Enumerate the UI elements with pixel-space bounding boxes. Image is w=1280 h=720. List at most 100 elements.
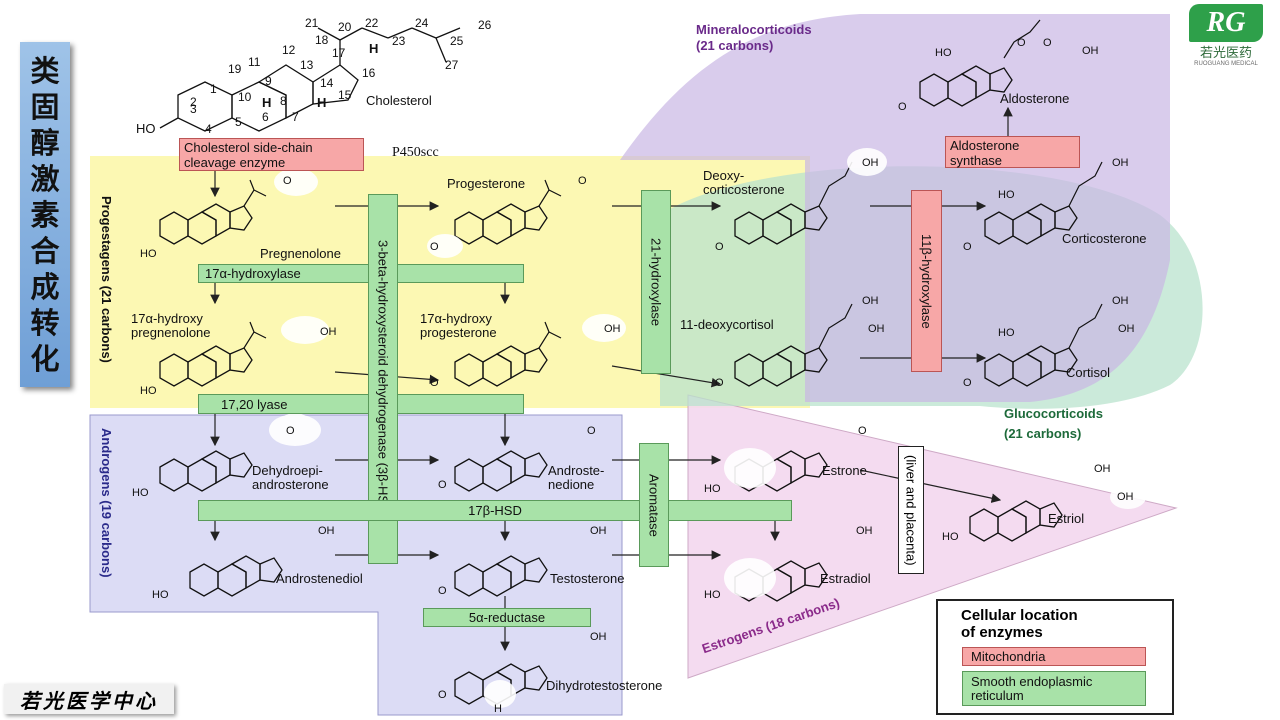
androgens-label: Androgens (19 carbons) (99, 428, 114, 578)
title-char: 素 (30, 197, 60, 232)
aldosterone-synthase-enzyme: Aldosterone synthase (945, 136, 1080, 168)
title-char: 固 (30, 89, 60, 124)
substituent-oh: OH (604, 323, 621, 335)
cortisol-structure (984, 345, 1078, 387)
substituent-o: O (438, 479, 447, 491)
substituent-ho: HO (998, 327, 1015, 339)
substituent-ho: HO (704, 589, 721, 601)
cholesterol-atom-number: 13 (300, 58, 314, 72)
substituent-oh: OH (318, 525, 335, 537)
deoxycortisol-structure (734, 345, 828, 387)
substituent-ho: HO (704, 483, 721, 495)
substituent-o: O (963, 377, 972, 389)
cholesterol-atom-number: 25 (450, 34, 464, 48)
hydroxypregnenolone-structure (159, 345, 253, 387)
hydroxylase21-enzyme: 21-hydroxylase (641, 190, 671, 374)
cholesterol-ho: HO (136, 121, 156, 136)
substituent-ho: HO (935, 47, 952, 59)
estrone-label: Estrone (822, 463, 867, 478)
estrogen-region (687, 394, 1178, 679)
cholesterol-atom-number: 2 (190, 95, 197, 109)
cholesterol-h-atom: H (262, 95, 272, 110)
p450scc-annotation: P450scc (392, 145, 439, 160)
cholesterol-structure (159, 27, 461, 132)
androstenedione-label: Androste- nedione (548, 463, 605, 492)
substituent-ho: HO (140, 385, 157, 397)
cholesterol-atom-number: 10 (238, 90, 252, 104)
cholesterol-atom-number: 4 (205, 122, 212, 136)
hydroxylase17-enzyme: 17α-hydroxylase (198, 264, 524, 283)
substituent-o: O (286, 425, 295, 437)
progesterone-label: Progesterone (447, 176, 526, 191)
hydroxyprogesterone-label: 17α-hydroxy progesterone (420, 311, 497, 340)
substituent-ho: HO (942, 531, 959, 543)
lyase-enzyme: 17,20 lyase (198, 394, 524, 414)
substituent-oh: OH (1118, 323, 1135, 335)
logo-mark: RG (1189, 4, 1263, 42)
substituent-o: O (1017, 37, 1026, 49)
corticosterone-label: Corticosterone (1062, 231, 1147, 246)
aromatase-enzyme: Aromatase (639, 443, 669, 567)
logo-name: 若光医药 (1199, 46, 1252, 61)
cholesterol-atom-number: 18 (315, 33, 329, 47)
dhea-structure (159, 450, 253, 492)
footer-label: 若光医学中心 (4, 684, 174, 714)
cholesterol-atom-number: 7 (292, 110, 299, 124)
cholesterol-atom-number: 11 (248, 55, 261, 69)
cholesterol-atom-number: 27 (445, 58, 459, 72)
substituent-oh: OH (320, 326, 337, 338)
substituent-oh: OH (1117, 491, 1134, 503)
substituent-o: O (898, 101, 907, 113)
cholesterol-atom-number: 6 (262, 110, 269, 124)
substituent-h: H (494, 703, 502, 715)
deoxycorticosterone-structure (734, 203, 828, 245)
cholesterol-atom-number: 24 (415, 16, 429, 30)
substituent-oh: OH (1112, 295, 1129, 307)
hydroxylase11-enzyme: 11β-hydroxylase (911, 190, 942, 372)
cholesterol-atom-number: 17 (332, 46, 346, 60)
substituent-o: O (963, 241, 972, 253)
cholesterol-atom-number: 20 (338, 20, 352, 34)
mineralocorticoids-label: Mineralocorticoids(21 carbons) (696, 22, 812, 53)
substituent-oh: OH (1112, 157, 1129, 169)
title-char: 激 (30, 161, 60, 196)
title-char: 类 (30, 53, 60, 88)
testosterone-structure (454, 555, 548, 597)
cholesterol-atom-number: 22 (365, 16, 379, 30)
substituent-ho: HO (152, 589, 169, 601)
substituent-o: O (438, 585, 447, 597)
substituent-o: O (283, 175, 292, 187)
substituent-oh: OH (856, 525, 873, 537)
legend-ser: Smooth endoplasmic reticulum (962, 671, 1146, 706)
hydroxypregnenolone-label: 17α-hydroxy pregnenolone (131, 311, 211, 340)
substituent-ho: HO (140, 248, 157, 260)
logo-sub: RUOGUANG MEDICAL (1194, 61, 1258, 67)
aldosterone-label: Aldosterone (1000, 91, 1070, 106)
logo: RG 若光医药 RUOGUANG MEDICAL (1176, 4, 1276, 70)
progestagens-label: Progestagens (21 carbons) (99, 196, 114, 363)
substituent-o: O (438, 689, 447, 701)
cholesterol-atom-number: 1 (210, 82, 217, 96)
cholesterol-atom-number: 19 (228, 62, 242, 76)
cholesterol-atom-number: 3 (190, 102, 197, 116)
substituent-o: O (430, 241, 439, 253)
glucocorticoids-label: Glucocorticoids(21 carbons) (1004, 406, 1103, 441)
substituent-oh: OH (862, 295, 879, 307)
legend-mitochondria: Mitochondria (962, 647, 1146, 666)
cholesterol-h-atom: H (369, 41, 379, 56)
cholesterol-label: Cholesterol (366, 93, 432, 108)
androgen-region (89, 414, 623, 716)
deoxycorticosterone-label: Deoxy- corticosterone (703, 168, 785, 197)
title-char: 醇 (30, 125, 60, 160)
testosterone-label: Testosterone (550, 571, 625, 586)
cholesterol-atom-number: 21 (305, 16, 319, 30)
reductase5a-enzyme: 5α-reductase (423, 608, 591, 627)
androstenediol-label: Androstenediol (276, 571, 363, 586)
substituent-o: O (578, 175, 587, 187)
title-char: 转 (30, 305, 60, 340)
substituent-oh: OH (590, 631, 607, 643)
title-char: 成 (30, 269, 60, 304)
scc-enzyme: Cholesterol side-chain cleavage enzyme (179, 138, 364, 171)
substituent-o: O (430, 377, 439, 389)
substituent-o: O (1043, 37, 1052, 49)
